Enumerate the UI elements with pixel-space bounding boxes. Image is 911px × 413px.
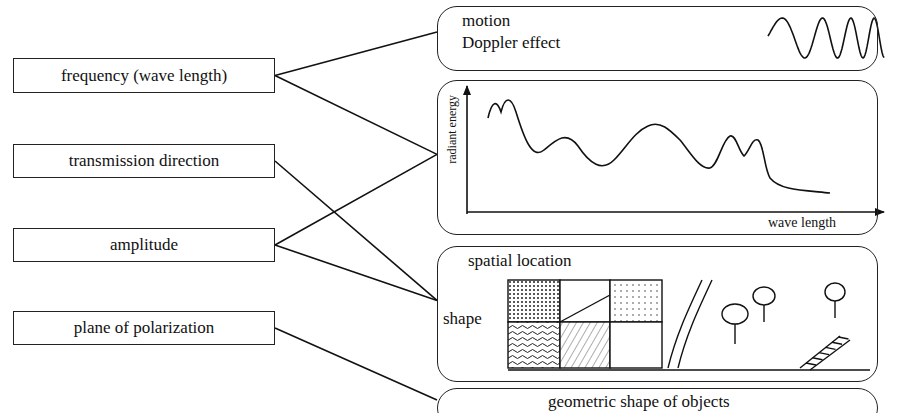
box-text: radiant energy [446, 95, 460, 164]
box-text: plane of polarization [74, 318, 215, 338]
doppler-wave [768, 18, 884, 58]
box-text: geometric shape of objects [548, 392, 730, 412]
spectrum-curve [488, 100, 830, 193]
box-text: Doppler effect [462, 33, 560, 53]
box-text: transmission direction [69, 151, 220, 171]
property-box: transmission direction [13, 144, 275, 178]
box-text: spatial location [468, 251, 571, 271]
map-illustration [508, 280, 870, 370]
information-box: radiant energy wave length [437, 80, 878, 235]
connector-line [275, 328, 437, 400]
connector-line [275, 245, 437, 300]
property-box: frequency (wave length) [13, 58, 275, 93]
y-axis [466, 86, 468, 214]
connector-line [275, 76, 437, 155]
box-text: motion [462, 11, 510, 31]
information-box: geometric shape of objects [437, 388, 878, 413]
property-box: plane of polarization [13, 311, 275, 345]
box-text: frequency (wave length) [61, 66, 227, 86]
connector-line [275, 32, 437, 76]
information-box: spatial location shape [437, 246, 878, 382]
x-axis [467, 211, 884, 213]
box-text: wave length [768, 215, 836, 231]
box-text: amplitude [110, 235, 178, 255]
information-box: motionDoppler effect [437, 6, 878, 71]
box-text: shape [443, 309, 482, 329]
connector-line [275, 154, 437, 245]
property-box: amplitude [13, 228, 275, 262]
